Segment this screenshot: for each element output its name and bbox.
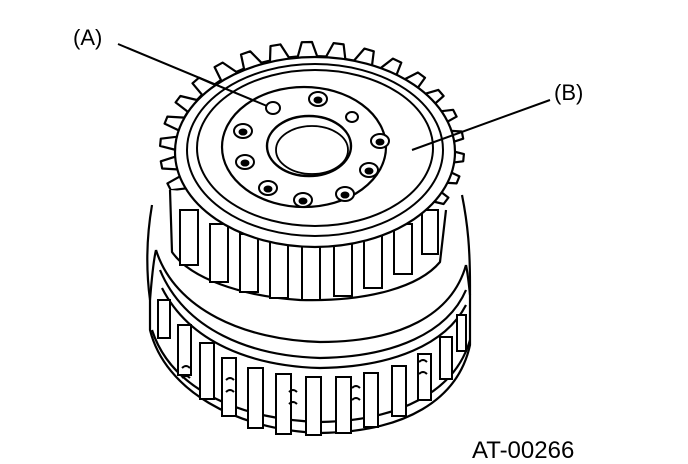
figure-id: AT-00266 <box>472 437 574 464</box>
bolt-hole <box>293 192 313 208</box>
gear <box>159 40 465 302</box>
bolt-holes <box>233 91 390 208</box>
reference-hole <box>345 111 359 123</box>
center-bore <box>265 114 353 178</box>
bolt-hole <box>233 123 253 139</box>
drum-slots <box>157 299 467 436</box>
drum-rim-2 <box>158 269 468 360</box>
leader-line-b <box>411 99 551 151</box>
bolt-hole <box>308 91 328 107</box>
center-bore-inner <box>275 125 349 175</box>
bolt-hole <box>258 180 278 196</box>
slot-marks <box>181 359 428 405</box>
label-b: (B) <box>554 80 583 105</box>
drum-upper-rim <box>154 249 468 344</box>
drum-rim-3 <box>161 287 467 370</box>
leader-line-a <box>117 43 268 107</box>
callouts <box>117 43 551 151</box>
bolt-hole <box>359 162 379 178</box>
label-a: (A) <box>73 25 102 50</box>
reference-hole-a <box>265 101 281 115</box>
bolt-hole <box>235 154 255 170</box>
gear-face-ring-2 <box>196 69 434 227</box>
gear-face-ring-1 <box>186 63 444 237</box>
bolt-hole <box>370 133 390 149</box>
bolt-hole <box>335 186 355 202</box>
